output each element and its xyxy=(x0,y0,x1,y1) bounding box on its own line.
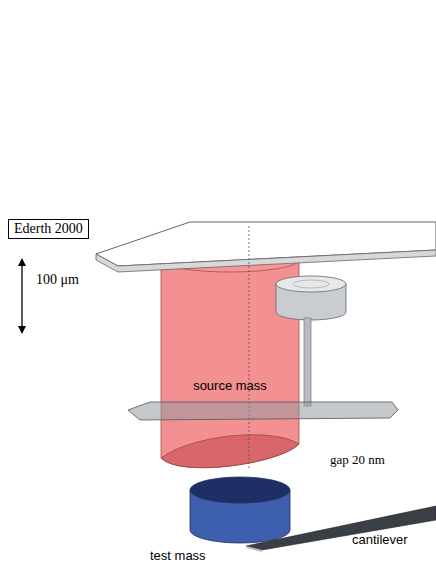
gap-label: gap 20 nm xyxy=(330,452,385,468)
center-line xyxy=(249,226,250,470)
scale-arrow xyxy=(21,262,22,330)
actuator-top xyxy=(276,276,346,292)
part-label: cantilever xyxy=(352,532,408,547)
top-plate xyxy=(96,222,436,266)
source-mass-cylinder: source mass xyxy=(160,240,300,480)
part-label: source mass xyxy=(160,378,300,393)
glass-plate xyxy=(128,402,398,420)
cantilever-edge xyxy=(246,546,262,552)
part-label: test mass xyxy=(150,548,206,563)
cylinder-cut-face xyxy=(161,435,299,468)
ref-box: Ederth 2000 xyxy=(8,219,89,239)
cylinder-outline xyxy=(160,240,300,480)
top-plate-edge xyxy=(96,250,436,272)
test-mass-top xyxy=(190,477,290,503)
actuator-body xyxy=(276,284,346,320)
cylinder-top xyxy=(161,248,299,272)
cylinder-body xyxy=(161,260,299,468)
actuator-rod xyxy=(304,318,311,406)
reference-label: Ederth 2000 xyxy=(14,221,83,237)
cantilever-beam xyxy=(246,506,436,550)
scale-label: 100 μm xyxy=(36,272,79,288)
actuator-ring xyxy=(293,280,329,288)
test-mass-body xyxy=(190,490,290,543)
